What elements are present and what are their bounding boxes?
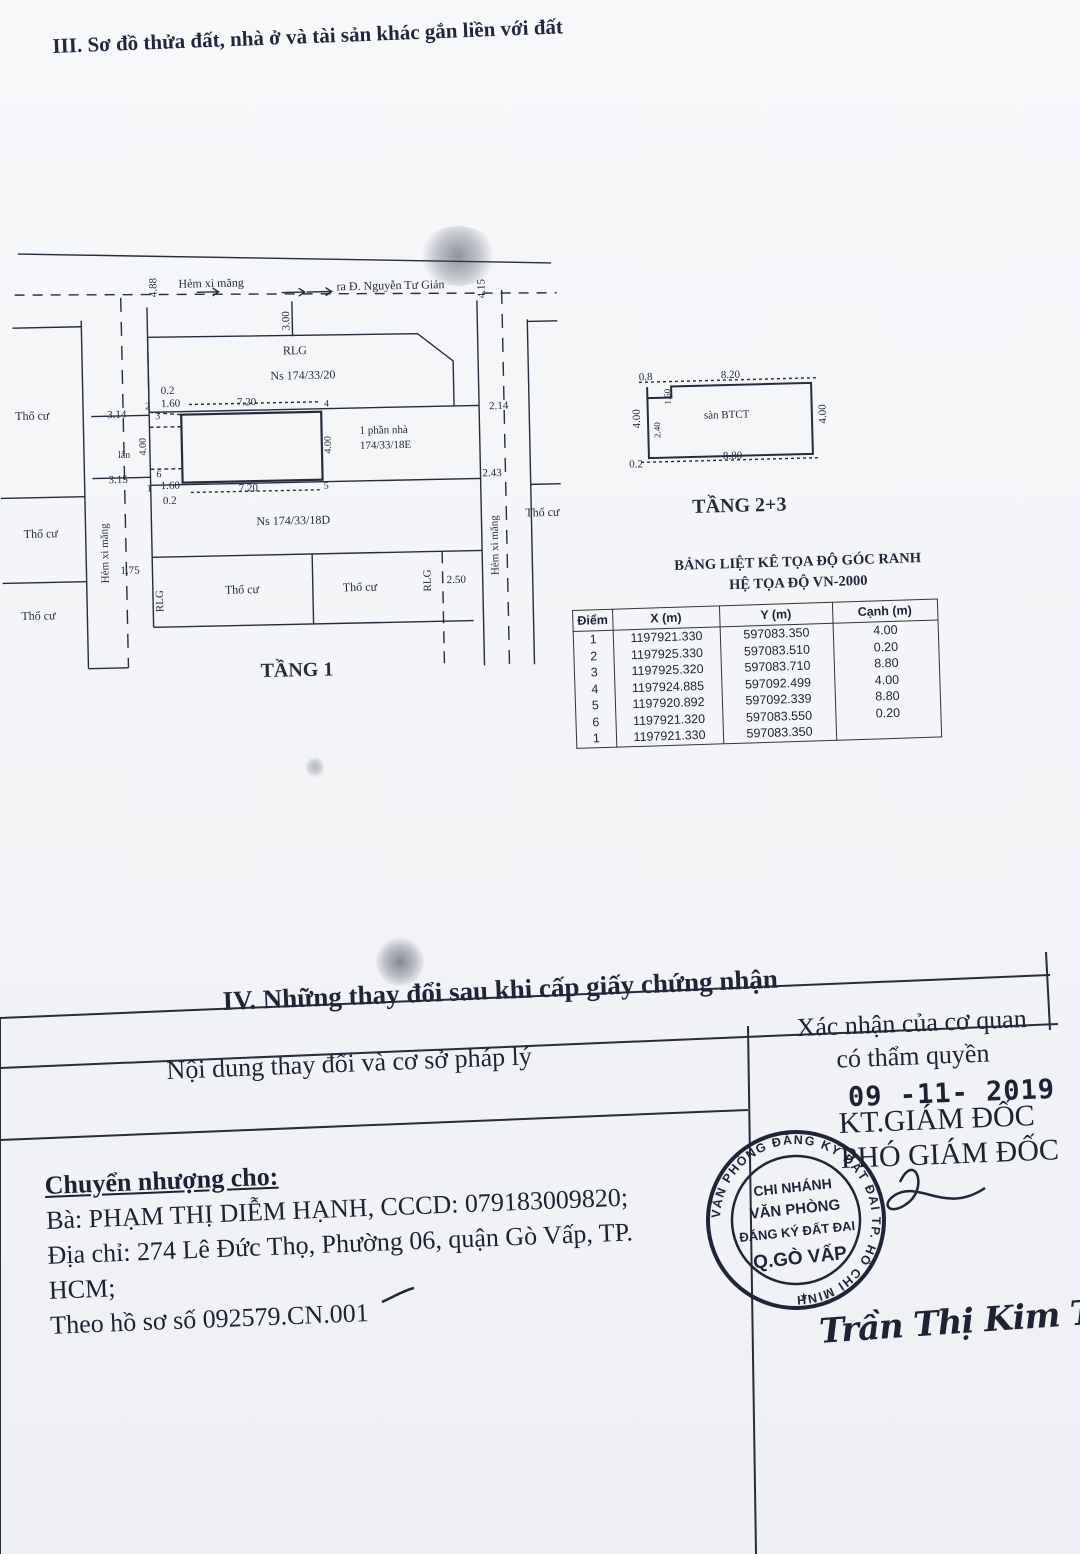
floor1-label: TẦNG 1 bbox=[260, 657, 333, 683]
svg-text:Thổ cư: Thổ cư bbox=[343, 580, 378, 595]
ink-smudge bbox=[306, 756, 324, 778]
svg-text:4.00: 4.00 bbox=[631, 409, 644, 429]
ink-smudge bbox=[420, 226, 496, 286]
svg-text:6: 6 bbox=[156, 469, 161, 480]
svg-text:5: 5 bbox=[324, 481, 329, 492]
svg-text:2.40: 2.40 bbox=[652, 422, 662, 439]
svg-text:3.14: 3.14 bbox=[107, 409, 127, 421]
svg-text:174/33/18E: 174/33/18E bbox=[360, 439, 412, 452]
svg-text:Q.GÒ VẤP: Q.GÒ VẤP bbox=[752, 1242, 848, 1274]
svg-text:4.15: 4.15 bbox=[475, 278, 487, 298]
street-direction-label: ra Đ. Nguyễn Tư Giản bbox=[336, 277, 444, 293]
alley-left-label: Hẻm xi măng bbox=[98, 523, 111, 584]
svg-text:RLG: RLG bbox=[154, 590, 166, 612]
svg-text:Thổ cư: Thổ cư bbox=[525, 505, 560, 520]
floor23-label: TẦNG 2+3 bbox=[692, 492, 787, 518]
slab-label: sàn BTCT bbox=[704, 408, 750, 421]
svg-text:RLG: RLG bbox=[283, 343, 308, 358]
svg-text:2.14: 2.14 bbox=[489, 400, 509, 412]
svg-text:Thổ cư: Thổ cư bbox=[21, 608, 56, 623]
svg-text:1.60: 1.60 bbox=[161, 480, 181, 492]
svg-text:3.15: 3.15 bbox=[108, 474, 128, 486]
svg-text:VĂN PHÒNG: VĂN PHÒNG bbox=[749, 1195, 841, 1222]
svg-text:RLG: RLG bbox=[421, 569, 433, 591]
transfer-content: Chuyển nhượng cho: Bà: PHẠM THỊ DIỄM HẠN… bbox=[44, 1144, 636, 1342]
left-alley-line bbox=[80, 320, 90, 669]
neighbor-bottom-label: Ns 174/33/18D bbox=[256, 513, 330, 529]
alley-top-label: Hẻm xi măng bbox=[178, 275, 244, 290]
svg-text:Thổ cư: Thổ cư bbox=[24, 526, 59, 541]
neighbor-top-label: Ns 174/33/20 bbox=[270, 367, 335, 382]
land-plot-diagram: Hẻm xi măng ra Đ. Nguyễn Tư Giản 4.88 3.… bbox=[0, 253, 830, 683]
svg-text:8.20: 8.20 bbox=[721, 369, 741, 382]
svg-text:2: 2 bbox=[145, 401, 150, 412]
svg-text:4: 4 bbox=[324, 399, 329, 410]
svg-text:4.00: 4.00 bbox=[138, 438, 149, 456]
part-house-label: 1 phần nhà bbox=[359, 424, 408, 437]
svg-text:7.20: 7.20 bbox=[237, 396, 257, 408]
svg-text:1.60: 1.60 bbox=[161, 398, 181, 410]
parcel-top-line bbox=[149, 404, 480, 414]
svg-text:CHI NHÁNH: CHI NHÁNH bbox=[753, 1175, 833, 1199]
svg-text:0.2: 0.2 bbox=[163, 495, 177, 507]
svg-text:1: 1 bbox=[147, 483, 152, 494]
floor23-outline bbox=[646, 381, 814, 460]
svg-text:7.20: 7.20 bbox=[239, 482, 259, 494]
signature-scribble bbox=[886, 1168, 986, 1211]
svg-text:2.43: 2.43 bbox=[482, 467, 502, 479]
svg-text:0.2: 0.2 bbox=[161, 385, 175, 397]
svg-text:4.00: 4.00 bbox=[817, 404, 830, 424]
svg-text:Thổ cư: Thổ cư bbox=[15, 408, 50, 423]
svg-text:8.80: 8.80 bbox=[723, 450, 743, 463]
svg-text:4.00: 4.00 bbox=[323, 436, 334, 454]
svg-text:1.75: 1.75 bbox=[120, 565, 140, 577]
alley-center-line bbox=[14, 292, 557, 296]
svg-text:2.50: 2.50 bbox=[447, 574, 467, 586]
svg-text:0.8: 0.8 bbox=[639, 371, 654, 383]
svg-text:lấn: lấn bbox=[118, 450, 130, 461]
svg-text:Thổ cư: Thổ cư bbox=[225, 582, 260, 597]
svg-text:★: ★ bbox=[799, 1291, 809, 1303]
authority-confirm-header: Xác nhận của cơ quan có thẩm quyền bbox=[795, 1003, 1028, 1074]
parcel-house-outline bbox=[180, 410, 324, 484]
svg-text:3: 3 bbox=[155, 411, 160, 422]
svg-text:4.88: 4.88 bbox=[147, 277, 159, 297]
svg-text:3.00: 3.00 bbox=[280, 311, 292, 331]
svg-text:1.60: 1.60 bbox=[662, 388, 672, 405]
svg-text:0.2: 0.2 bbox=[629, 458, 643, 470]
ink-smudge bbox=[376, 938, 424, 986]
alley-right-label: Hẻm xi măng bbox=[488, 515, 501, 576]
neighbor-top-boundary bbox=[147, 332, 455, 406]
